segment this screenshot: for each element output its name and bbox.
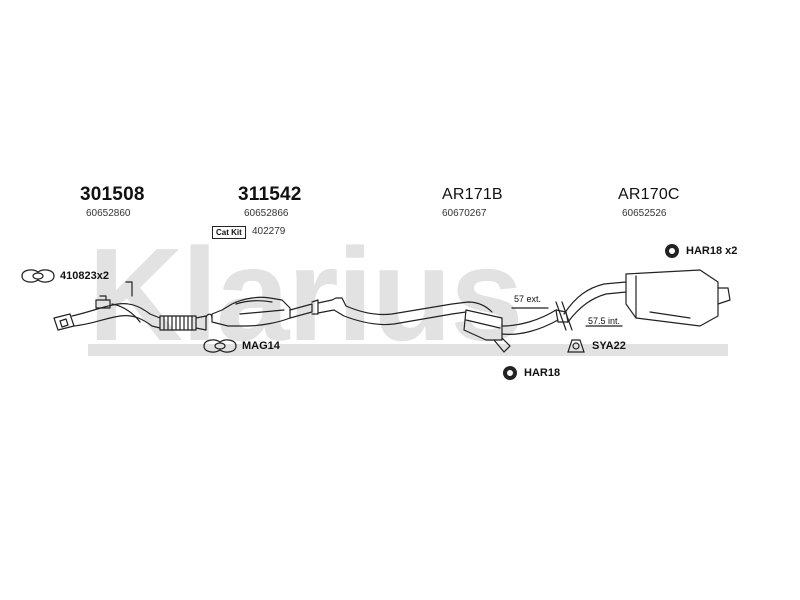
dimension-int: 57.5 int.	[588, 316, 621, 326]
flexi-section	[159, 315, 207, 331]
oe-number-ar170c: 60652526	[622, 208, 667, 219]
gasket-icon-410823	[21, 269, 55, 283]
dimension-ext: 57 ext.	[514, 294, 542, 304]
label-sya22: SYA22	[592, 340, 626, 352]
front-pipe-301508	[53, 295, 161, 331]
clamp-icon-sya22	[567, 339, 585, 353]
label-410823x2: 410823x2	[60, 270, 109, 282]
hanger-icon-har18-x2	[665, 244, 679, 258]
oe-number-301508: 60652860	[86, 208, 131, 219]
clamp-drawing	[555, 301, 573, 331]
oe-number-ar171b: 60670267	[442, 208, 487, 219]
oe-number-311542: 60652866	[244, 208, 289, 219]
part-number-311542: 311542	[238, 184, 302, 205]
rear-box-ar170c	[555, 269, 731, 327]
centre-pipe-ar171b	[317, 297, 559, 353]
cat-kit-badge: Cat Kit	[212, 226, 246, 239]
part-number-ar170c: AR170C	[618, 186, 680, 203]
watermark-text: Klarius	[88, 232, 522, 358]
watermark-logo: Klarius	[88, 232, 728, 358]
label-mag14: MAG14	[242, 340, 280, 352]
cat-kit-number: 402279	[252, 226, 286, 237]
label-har18-x2: HAR18 x2	[686, 245, 738, 257]
part-number-301508: 301508	[80, 184, 145, 205]
leader-410823	[125, 281, 133, 297]
watermark-graphic: Klarius	[88, 232, 728, 358]
gasket-icon-mag14	[203, 339, 237, 353]
part-number-ar171b: AR171B	[442, 186, 503, 203]
label-har18: HAR18	[524, 367, 561, 379]
hanger-icon-har18	[503, 366, 517, 380]
cat-converter-311542	[205, 296, 319, 327]
